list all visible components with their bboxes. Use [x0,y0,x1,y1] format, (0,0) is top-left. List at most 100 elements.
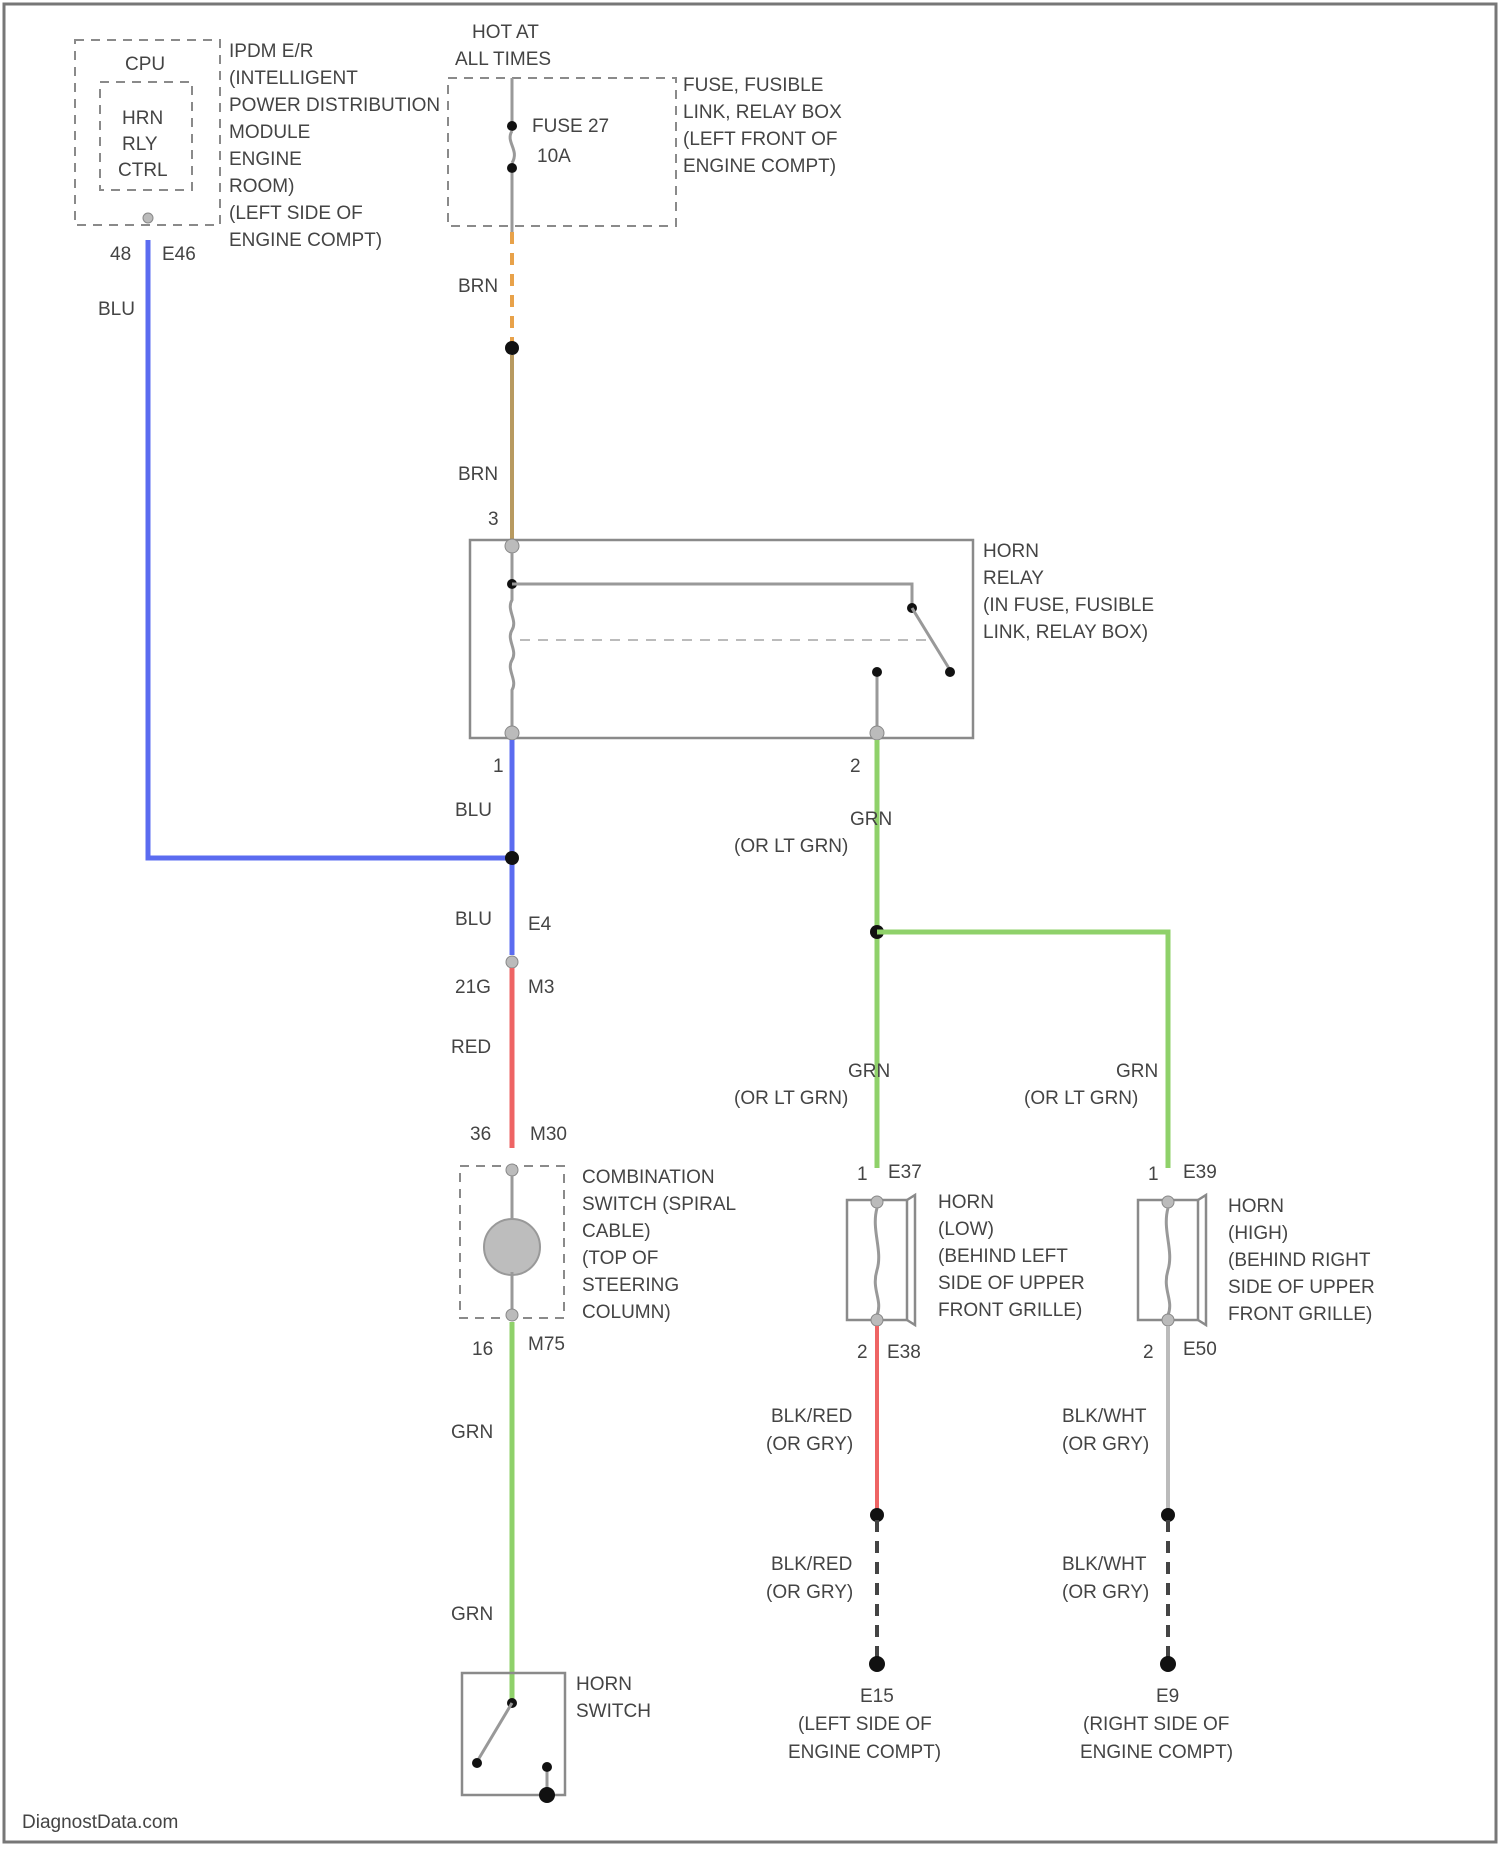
ground-e15-label-1: (LEFT SIDE OF [798,1714,932,1735]
horn-high-coil [1166,1208,1169,1315]
relay-switch-tip [945,667,955,677]
ipdm-label-1: IPDM E/R [229,41,313,62]
fuse-box-label-4: ENGINE COMPT) [683,156,836,177]
horn-high-terminal-bottom [1162,1314,1174,1326]
wire-high-2a: BLK/WHT [1062,1554,1147,1575]
combination-switch: COMBINATION SWITCH (SPIRAL CABLE) (TOP O… [460,1164,736,1323]
ipdm-pin: 48 [110,244,131,265]
relay-switch-feed [512,584,912,604]
splice-high [1161,1508,1175,1522]
horn-high-label-3: (BEHIND RIGHT [1228,1250,1371,1271]
fuse-box-label-2: LINK, RELAY BOX [683,102,842,123]
combo-label-5: STEERING [582,1275,679,1296]
horn-high: 1 E39 HORN (HIGH) (BEHIND RIGHT SIDE OF … [1138,1162,1375,1363]
spiral-cable-icon [484,1219,540,1275]
horn-high-label-1: HORN [1228,1196,1284,1217]
horn-high-label-5: FRONT GRILLE) [1228,1304,1372,1325]
fuse-rating: 10A [537,146,571,167]
horn-switch-label-2: SWITCH [576,1701,651,1722]
ipdm-module: CPU HRN RLY CTRL IPDM E/R (INTELLIGENT P… [75,40,440,320]
wire-low-1b: (OR GRY) [766,1434,853,1455]
horn-low-label-3: (BEHIND LEFT [938,1246,1068,1267]
fuse-block: HOT AT ALL TIMES FUSE, FUSIBLE LINK, REL… [448,22,842,232]
horn-high-terminal-top [1162,1196,1174,1208]
wire-low-1a: BLK/RED [771,1406,852,1427]
horn-switch: HORN SWITCH [462,1673,651,1803]
ground-e15-label-2: ENGINE COMPT) [788,1742,941,1763]
wire-grn-1-label: GRN [451,1422,493,1443]
combo-label-3: CABLE) [582,1221,651,1242]
ipdm-label-2: (INTELLIGENT [229,68,358,89]
ipdm-ctrl-line3: CTRL [118,160,168,181]
wire-grn-high-2: (OR LT GRN) [1024,1088,1138,1109]
conn-m30: M30 [530,1124,567,1145]
horn-low-terminal-top [871,1196,883,1208]
watermark: DiagnostData.com [22,1812,178,1833]
ground-e15-id: E15 [860,1686,894,1707]
relay-terminal-top [505,539,519,553]
splice-low [870,1508,884,1522]
horn-low-label-1: HORN [938,1192,994,1213]
horn-switch-contact [542,1762,552,1772]
combo-terminal-top [506,1164,518,1176]
horn-high-conn-bottom: E50 [1183,1339,1217,1360]
ipdm-cpu-label: CPU [125,54,165,75]
relay-pin-right: 2 [850,756,861,777]
wire-blu-2-label: BLU [455,909,492,930]
ipdm-label-6: ROOM) [229,176,294,197]
ipdm-label-4: MODULE [229,122,310,143]
ipdm-terminal [143,213,153,223]
wire-grn-2-label: GRN [451,1604,493,1625]
pin-16: 16 [472,1339,493,1360]
combo-label-6: COLUMN) [582,1302,671,1323]
combo-label-1: COMBINATION [582,1167,715,1188]
splice-brn [505,341,519,355]
ipdm-label-7: (LEFT SIDE OF [229,203,363,224]
wire-ipdm-blue [148,240,512,858]
wire-grn-high-1: GRN [1116,1061,1158,1082]
relay-label-2: RELAY [983,568,1044,589]
horn-low-label-4: SIDE OF UPPER [938,1273,1085,1294]
relay-coil [510,589,513,726]
wire-grn-low-1: GRN [848,1061,890,1082]
ground-e9-label-1: (RIGHT SIDE OF [1083,1714,1229,1735]
combo-terminal-bottom [506,1309,518,1321]
relay-terminal-left [505,726,519,740]
horn-high-pin-top: 1 [1148,1164,1159,1185]
fuse-element [510,131,514,163]
conn-m75: M75 [528,1334,565,1355]
wire-brn-lower-label: BRN [458,464,498,485]
relay-pin-top: 3 [488,509,499,530]
horn-high-pin-bottom: 2 [1143,1342,1154,1363]
ipdm-label-3: POWER DISTRIBUTION [229,95,440,116]
horn-high-label-4: SIDE OF UPPER [1228,1277,1375,1298]
hot-label-1: HOT AT [472,22,539,43]
horn-low-conn-top: E37 [888,1162,922,1183]
horn-low-label-2: (LOW) [938,1219,994,1240]
wire-grn-low-2: (OR LT GRN) [734,1088,848,1109]
ipdm-ctrl-line1: HRN [122,108,163,129]
relay-terminal-right [870,726,884,740]
relay-label-3: (IN FUSE, FUSIBLE [983,595,1154,616]
wire-high-2b: (OR GRY) [1062,1582,1149,1603]
fuse-node-top [507,121,517,131]
horn-low-conn-bottom: E38 [887,1342,921,1363]
relay-pin-left: 1 [493,756,504,777]
horn-low-terminal-bottom [871,1314,883,1326]
wire-red-label: RED [451,1037,491,1058]
horn-relay: 3 HORN RELAY (IN FUSE, FUSIBLE LINK, REL… [470,509,1154,777]
horn-switch-ground [539,1787,555,1803]
horn-switch-label-1: HORN [576,1674,632,1695]
ipdm-label-5: ENGINE [229,149,302,170]
outer-frame [4,4,1496,1842]
conn-e4: E4 [528,914,552,935]
pin-21g: 21G [455,977,491,998]
combo-label-4: (TOP OF [582,1248,658,1269]
combo-label-2: SWITCH (SPIRAL [582,1194,736,1215]
wire-low-2a: BLK/RED [771,1554,852,1575]
horn-low-label-5: FRONT GRILLE) [938,1300,1082,1321]
wire-high-1a: BLK/WHT [1062,1406,1147,1427]
ground-e9-id: E9 [1156,1686,1179,1707]
horn-switch-blade [478,1703,512,1760]
relay-label-1: HORN [983,541,1039,562]
